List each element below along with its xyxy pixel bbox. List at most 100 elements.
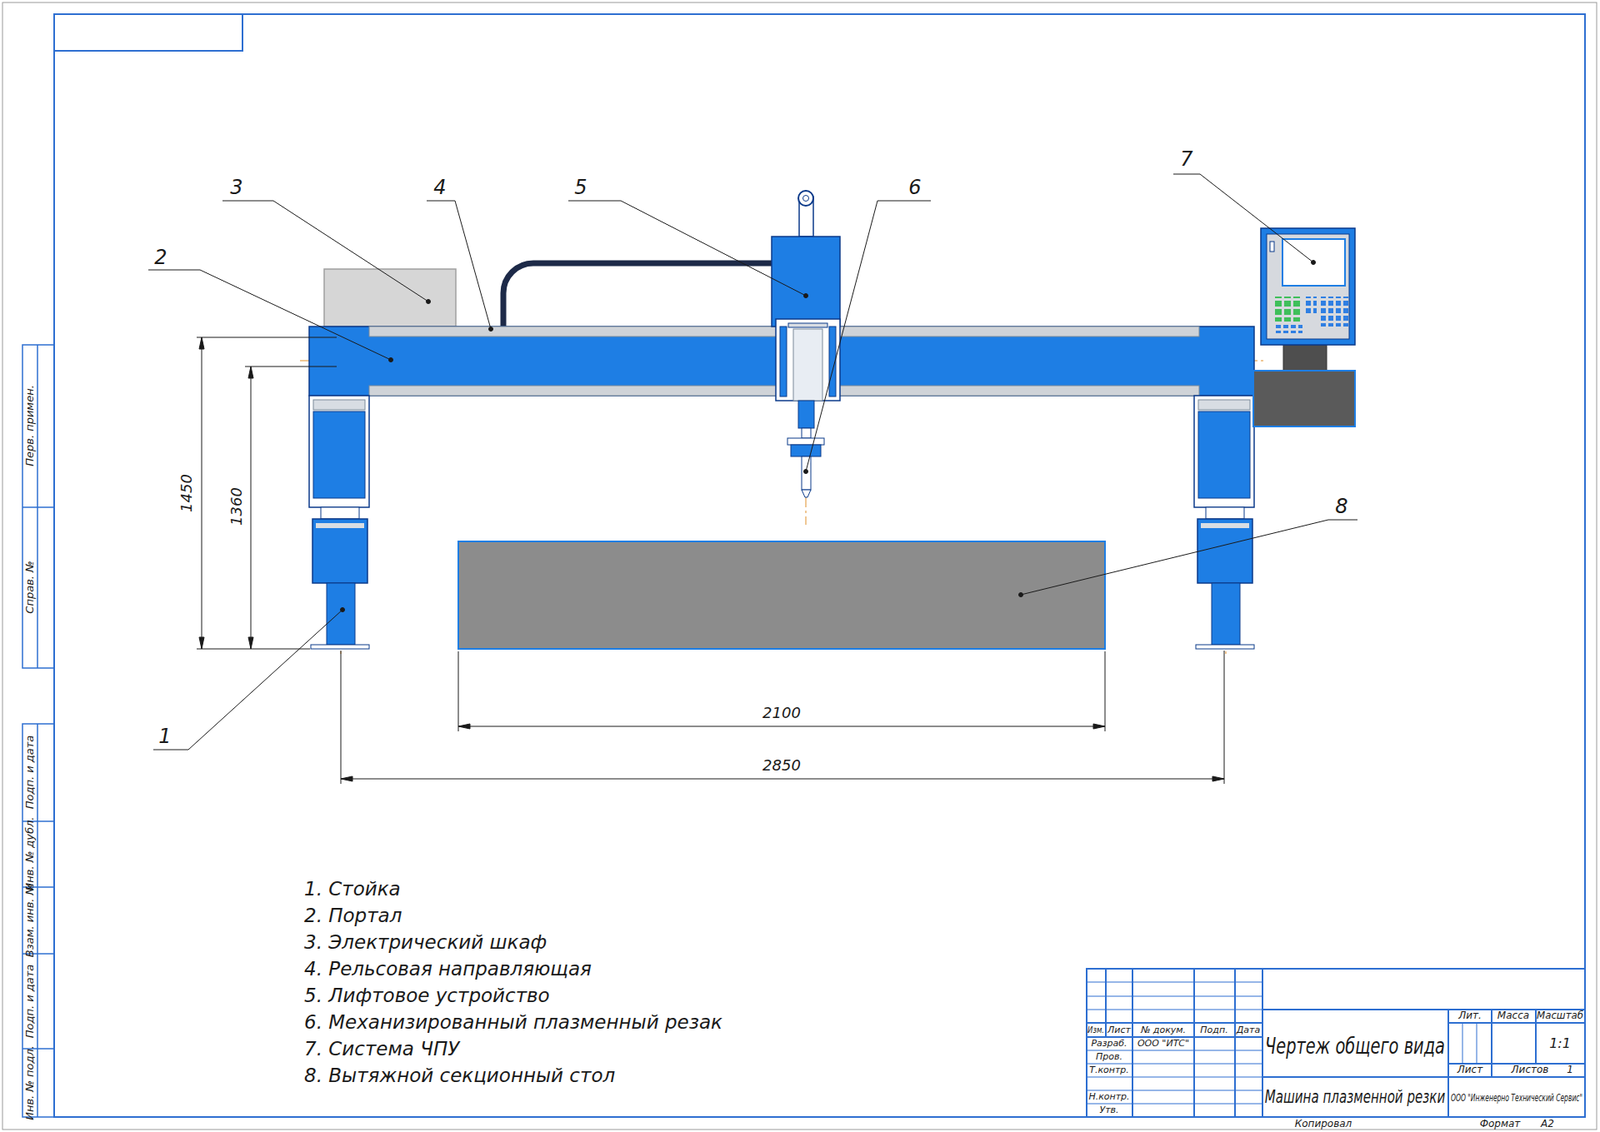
callout-number: 1 xyxy=(158,725,171,748)
title-block-cell: Масштаб xyxy=(1536,1010,1584,1022)
portal-beam xyxy=(309,326,1255,396)
cable-chain xyxy=(503,263,772,327)
side-stamp xyxy=(36,724,39,1118)
stamp-caption: Справ. № xyxy=(24,560,36,614)
scale-value: 1:1 xyxy=(1549,1036,1571,1052)
portal-leg xyxy=(1194,395,1255,508)
title-block-cell: ООО "ИТС" xyxy=(1137,1039,1190,1050)
stamp-caption: Инв. № подл. xyxy=(24,1045,36,1121)
sheet-note: A2 xyxy=(1540,1119,1555,1130)
portal-leg xyxy=(309,395,370,650)
cnc-panel xyxy=(1283,345,1327,371)
side-stamp xyxy=(36,345,39,669)
title-block-cell: 1 xyxy=(1566,1065,1574,1076)
title-block xyxy=(1086,969,1585,1118)
parts-list-item: 5. Лифтовое устройство xyxy=(304,985,550,1007)
portal-beam xyxy=(309,326,1255,396)
title-block xyxy=(1193,969,1195,1118)
title-block-cell: Подп. xyxy=(1200,1025,1228,1036)
title-block xyxy=(1086,1050,1263,1052)
cnc-panel xyxy=(1270,241,1275,252)
dimension-value: 1450 xyxy=(178,474,195,513)
portal-leg xyxy=(1198,411,1250,499)
exhaust-table xyxy=(458,541,1105,650)
lift-device xyxy=(775,319,840,401)
portal-leg xyxy=(315,523,365,529)
leader-line xyxy=(1311,260,1316,265)
title-block xyxy=(1490,1010,1493,1078)
title-block-cell: Лист xyxy=(1457,1065,1483,1076)
portal-leg xyxy=(309,395,370,508)
lift-device xyxy=(793,329,823,401)
product-name: Машина плазменной резки xyxy=(1265,1088,1445,1108)
plasma-torch xyxy=(787,438,825,445)
title-block xyxy=(1262,1076,1585,1079)
title-block-cell: Масса xyxy=(1497,1010,1530,1022)
title-block-cell: № докум. xyxy=(1140,1025,1186,1036)
title-block-cell: Н.контр. xyxy=(1088,1092,1130,1103)
sheet-note: Формат xyxy=(1480,1119,1521,1130)
title-block xyxy=(1086,969,1585,1118)
leader-line xyxy=(340,608,345,613)
leader-line xyxy=(1173,174,1314,263)
leader-line xyxy=(153,610,343,750)
sheet-frame xyxy=(54,14,1585,1118)
sheet-frame xyxy=(54,14,243,51)
lift-device xyxy=(798,190,814,206)
leader-line xyxy=(1020,520,1358,595)
lift-device xyxy=(771,236,840,327)
leader-line xyxy=(1019,593,1024,598)
title-block xyxy=(1086,1036,1263,1039)
title-block-cell: Лист xyxy=(1107,1025,1131,1036)
title-block xyxy=(1086,996,1263,998)
title-block xyxy=(1086,982,1477,1105)
dimension-value: 2850 xyxy=(762,757,801,775)
callout-number: 2 xyxy=(154,246,167,269)
parts-list-item: 7. Система ЧПУ xyxy=(304,1039,460,1060)
stamp-caption: Перв. примен. xyxy=(24,385,36,467)
stamp-caption: Подп. и дата xyxy=(24,735,36,810)
leader-line xyxy=(804,294,809,299)
leader-line xyxy=(148,174,1358,750)
dimension-line xyxy=(196,337,1225,785)
stamp-caption: Инв. № дубл. xyxy=(24,817,36,892)
dimension-line xyxy=(340,776,1225,782)
cnc-panel xyxy=(1319,296,1350,327)
plasma-torch xyxy=(801,456,811,490)
leader-line xyxy=(489,327,494,332)
callout-number: 4 xyxy=(433,176,446,199)
title-block xyxy=(1086,982,1263,984)
parts-list-item: 3. Электрический шкаф xyxy=(304,932,547,954)
portal-leg xyxy=(1200,523,1250,529)
dimension-value: 1360 xyxy=(228,487,245,526)
callout-number: 7 xyxy=(1180,148,1193,170)
title-block-cell: Пров. xyxy=(1095,1052,1123,1063)
dimension-line xyxy=(201,337,203,650)
parts-list-item: 4. Рельсовая направляющая xyxy=(304,959,592,980)
lift-device xyxy=(788,323,828,328)
portal-leg xyxy=(1197,519,1253,584)
dimension-line xyxy=(458,726,1105,728)
portal-leg xyxy=(313,411,365,499)
dimension-line xyxy=(196,337,337,339)
portal-leg xyxy=(1195,645,1255,650)
leader-line xyxy=(426,300,431,305)
title-block xyxy=(1086,1010,1263,1011)
title-block-cell: Дата xyxy=(1236,1025,1260,1036)
title-block xyxy=(1086,1077,1263,1079)
title-block xyxy=(1476,1023,1478,1065)
cnc-panel xyxy=(1260,228,1355,345)
lift-device xyxy=(803,195,810,202)
portal-leg xyxy=(313,400,365,410)
electrical-cabinet xyxy=(324,269,456,327)
title-block xyxy=(1234,969,1236,1118)
cnc-panel xyxy=(1253,228,1355,427)
title-block xyxy=(1105,969,1107,1038)
cnc-panel xyxy=(1275,325,1303,334)
stamp-caption: Подп. и дата xyxy=(24,965,36,1040)
drawing-title: Чертеж общего вида xyxy=(1265,1034,1445,1060)
